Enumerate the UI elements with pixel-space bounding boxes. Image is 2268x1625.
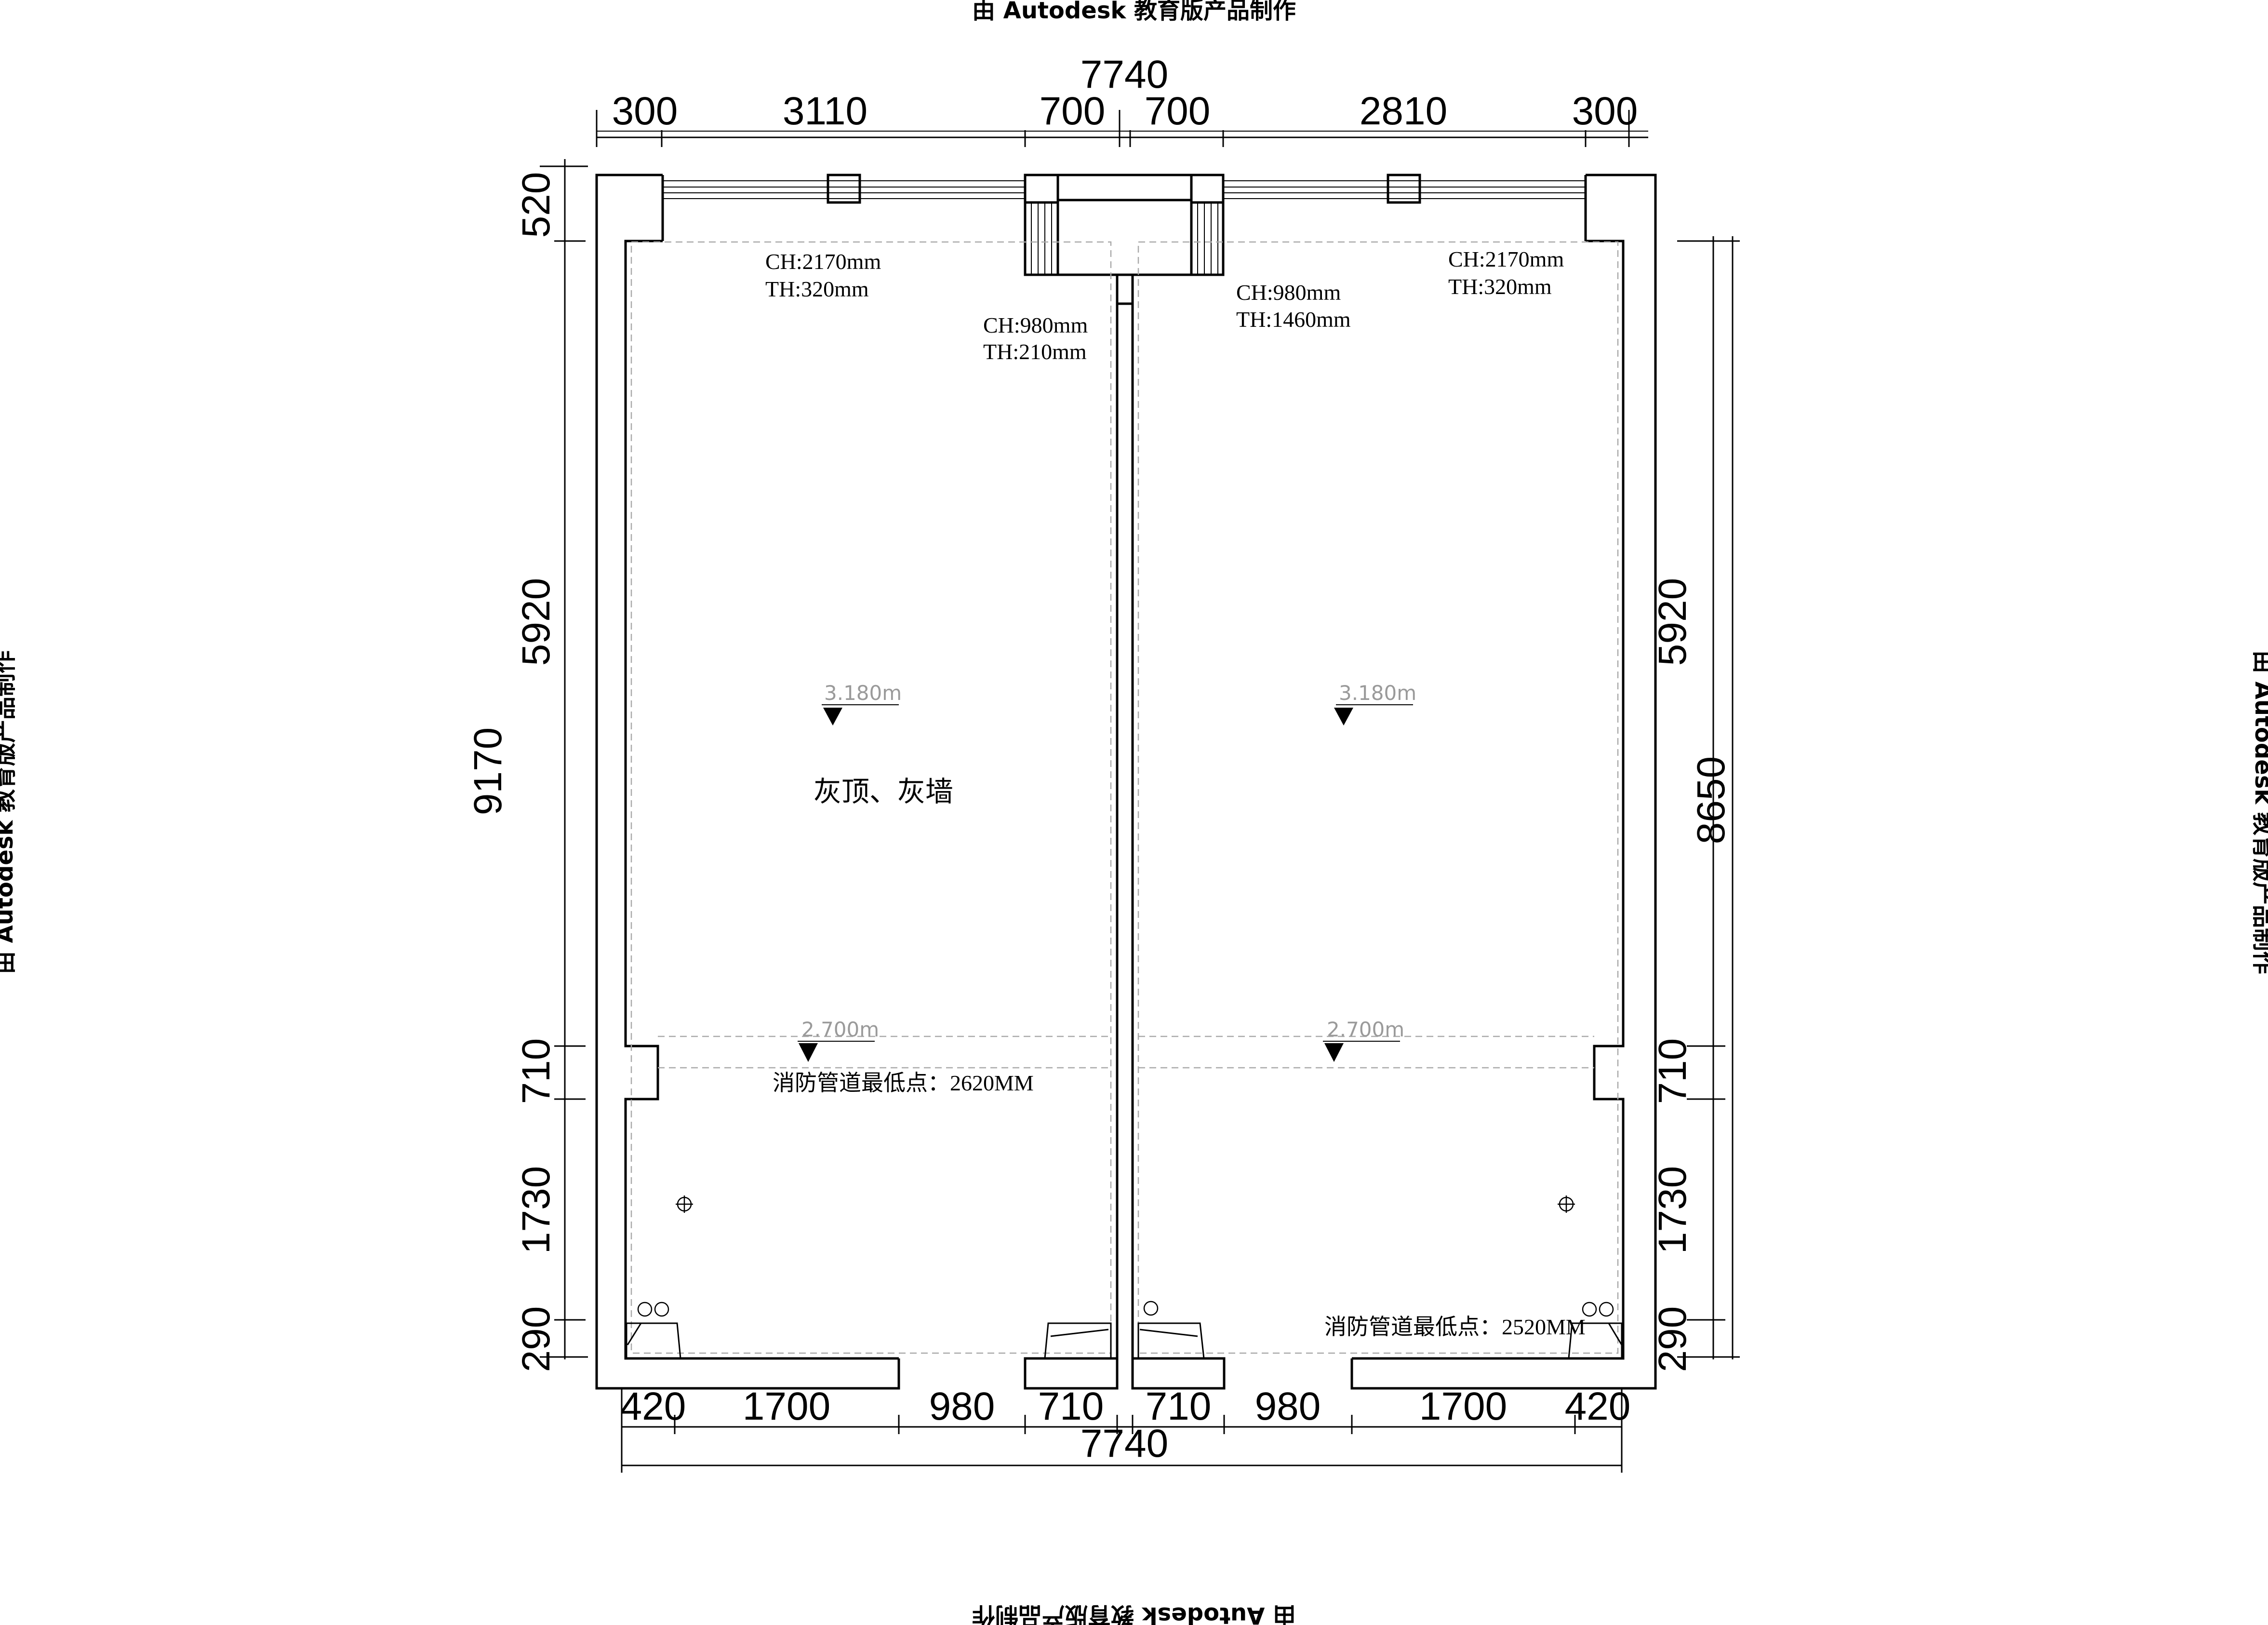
pipe-note-left: 消防管道最低点：2620MM (773, 1071, 1034, 1095)
dim-right-total: 8650 (1689, 756, 1733, 844)
balcony-note-ch: CH:980mm (1236, 280, 1341, 305)
dim-bottom-segment: 1700 (743, 1384, 830, 1428)
window-note-th: TH:320mm (765, 277, 869, 301)
elevation-triangle-icon (1324, 1043, 1344, 1062)
dim-right-segment: 1730 (1651, 1166, 1694, 1254)
dim-bottom-segment: 1700 (1419, 1384, 1507, 1428)
dim-right-segment: 5920 (1651, 578, 1694, 666)
window-note-th: TH:320mm (1448, 274, 1552, 299)
dim-top-segment: 300 (1572, 89, 1638, 133)
dim-right-segment: 710 (1651, 1038, 1694, 1104)
beam-elevation-right: 2.700m (1327, 1018, 1404, 1041)
pipe-riser-icon (1582, 1302, 1614, 1317)
elevation-triangle-icon (799, 1043, 818, 1062)
toilet-fixture-icon (626, 1322, 681, 1359)
dim-bottom-segment: 980 (929, 1384, 995, 1428)
ceiling-elevation-right: 3.180m (1339, 681, 1416, 705)
dim-bottom-segment: 710 (1146, 1384, 1212, 1428)
dim-top-segment: 2810 (1360, 89, 1447, 133)
floor-drain-icon (676, 1195, 693, 1213)
watermark-bottom: 由 Autodesk 教育版产品制作 (972, 1602, 1296, 1625)
watermark-right: 由 Autodesk 教育版产品制作 (2250, 650, 2268, 974)
dim-top-segment: 700 (1040, 89, 1106, 133)
window-note-ch: CH:2170mm (765, 249, 881, 274)
balcony-note-th: TH:210mm (983, 339, 1087, 364)
ceiling-elevation-left: 3.180m (824, 681, 902, 705)
dim-top-segment: 3110 (783, 89, 867, 133)
watermark-left: 由 Autodesk 教育版产品制作 (0, 650, 18, 974)
watermark-top: 由 Autodesk 教育版产品制作 (972, 0, 1296, 24)
dim-left-segment: 290 (514, 1306, 558, 1372)
balcony-note-th: TH:1460mm (1236, 307, 1351, 332)
dim-top-segment: 700 (1145, 89, 1211, 133)
dim-top-segment: 300 (612, 89, 678, 133)
dim-bottom-segment: 710 (1038, 1384, 1104, 1428)
toilet-fixture-icon (1044, 1322, 1112, 1359)
elevation-triangle-icon (1334, 708, 1353, 725)
window-lines (663, 180, 1586, 275)
dim-left-segment: 710 (514, 1038, 558, 1104)
pipe-riser-icon (637, 1302, 669, 1317)
window-note-ch: CH:2170mm (1448, 247, 1564, 271)
floor-drain-icon (1558, 1195, 1575, 1213)
walls (595, 174, 1657, 1390)
dimension-lines (540, 110, 1740, 1473)
room-finish-label: 灰顶、灰墙 (814, 775, 953, 808)
dim-bottom-segment: 420 (620, 1384, 686, 1428)
dim-right-segment: 290 (1651, 1306, 1694, 1372)
dim-left-total: 9170 (466, 727, 510, 815)
toilet-fixture-icon (1137, 1322, 1205, 1359)
dim-left-segment: 520 (514, 172, 558, 238)
dim-bottom-segment: 420 (1565, 1384, 1631, 1428)
dim-bottom-total: 7740 (1081, 1422, 1168, 1465)
beam-elevation-left: 2.700m (801, 1018, 879, 1041)
pipe-riser-icon (1143, 1301, 1159, 1316)
elevation-triangle-icon (823, 708, 842, 725)
pipe-note-right: 消防管道最低点：2520MM (1324, 1315, 1586, 1339)
dim-left-segment: 5920 (514, 578, 558, 666)
toilet-fixture-icon (1568, 1322, 1623, 1359)
dim-bottom-segment: 980 (1255, 1384, 1321, 1428)
dim-top-total: 7740 (1081, 53, 1168, 96)
dim-left-segment: 1730 (514, 1166, 558, 1254)
balcony-note-ch: CH:980mm (983, 313, 1088, 337)
ceiling-dashed-lines (630, 241, 1619, 1354)
